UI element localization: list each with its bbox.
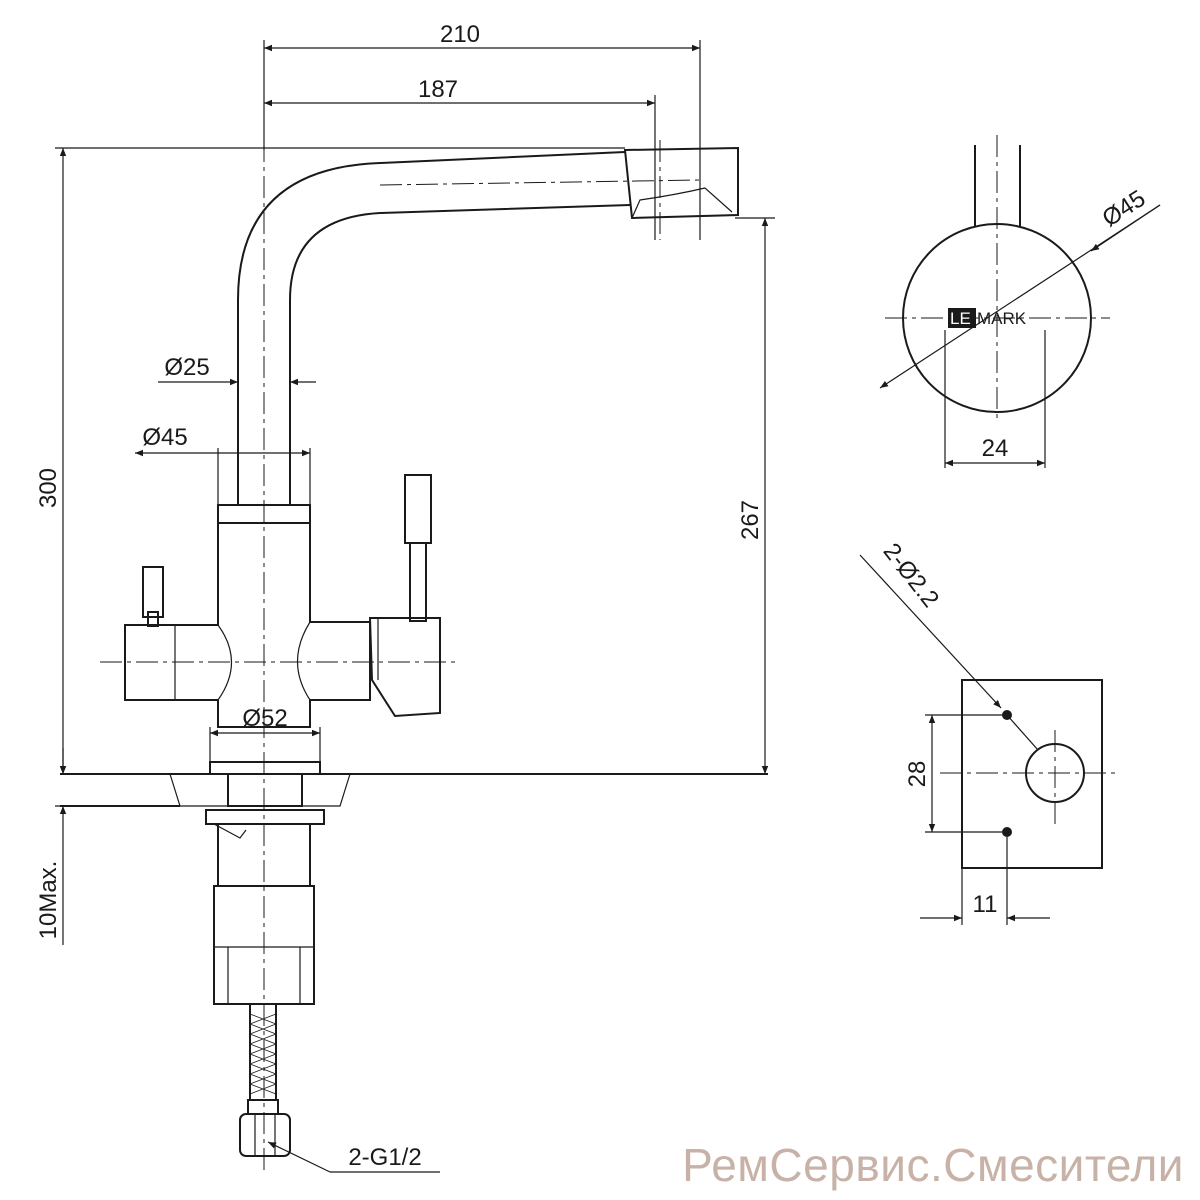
dim-body-diameter: Ø52 [242,705,287,732]
dim-spout-reach: 187 [418,76,458,103]
faucet-side-view [60,140,768,1170]
dim-overall-reach: 210 [440,21,480,48]
dim-hole-spacing: 28 [904,761,931,788]
dim-base-diameter: Ø45 [142,424,187,451]
dim-hole-offset: 11 [973,891,998,918]
dim-max-thickness: 10Max. [35,861,62,940]
dim-mount-holes: 2-Ø2.2 [878,538,944,612]
watermark-text: РемСервис.Смесители [682,1139,1184,1191]
dim-top-width: 24 [982,435,1009,462]
dim-top-diameter: Ø45 [1098,185,1151,232]
mount-plate-view: 2-Ø2.2 28 11 [859,538,1120,925]
logo-suffix: MARK [977,309,1027,328]
logo-prefix: LE [950,309,971,328]
side-view-dimensions: 210 187 300 267 10Max. Ø25 Ø45 Ø52 2-G1/… [35,21,775,1173]
dim-spout-height: 267 [737,500,764,540]
dim-column-diameter: Ø25 [164,354,209,381]
dim-connection: 2-G1/2 [348,1144,421,1171]
top-view: Ø45 LE MARK 24 [879,135,1161,468]
lemark-logo: LE MARK [948,308,1027,328]
dim-total-height: 300 [35,468,62,508]
